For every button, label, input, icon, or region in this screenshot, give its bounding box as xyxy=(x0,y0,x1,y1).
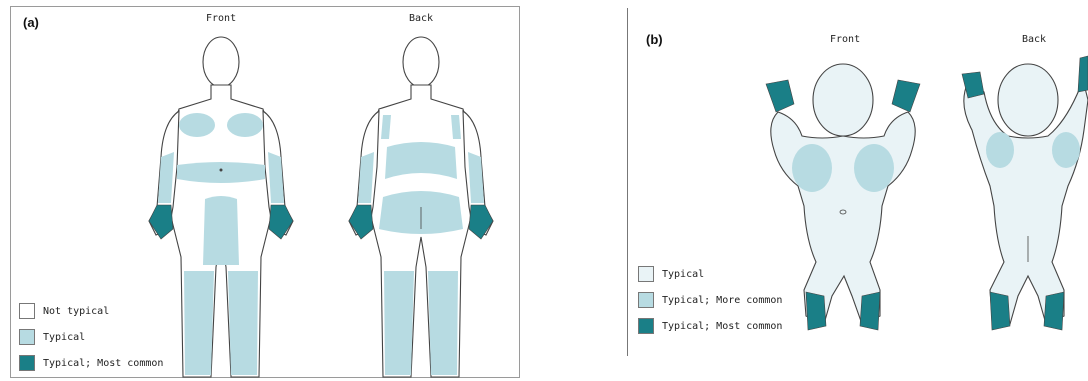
legend-swatch-most-common xyxy=(19,355,35,371)
legend-swatch-most-common xyxy=(638,318,654,334)
legend-label: Typical; More common xyxy=(662,295,782,306)
legend-label: Typical xyxy=(662,269,704,280)
legend-row: Typical xyxy=(638,266,782,282)
legend-swatch-typical xyxy=(19,329,35,345)
legend-swatch-typical xyxy=(638,266,654,282)
panel-b-infant-diagram: (b) Front Back xyxy=(628,0,1088,380)
adult-back-head xyxy=(403,37,439,87)
adult-back-right-leg-patch xyxy=(428,271,458,375)
legend-row: Typical xyxy=(19,329,163,345)
infant-back-head xyxy=(998,64,1058,136)
infant-back-left-foot-patch xyxy=(990,292,1010,330)
legend-row: Typical; Most common xyxy=(19,355,163,371)
adult-back-right-hand-patch xyxy=(469,205,493,239)
legend-label: Not typical xyxy=(43,306,109,317)
infant-back-left-shoulder-patch xyxy=(986,132,1014,168)
legend-row: Typical; More common xyxy=(638,292,782,308)
panel-a-adult-diagram: (a) Front Back xyxy=(10,6,520,378)
adult-back-left-leg-patch xyxy=(384,271,414,375)
legend-row: Typical; Most common xyxy=(638,318,782,334)
infant-back-right-shoulder-patch xyxy=(1052,132,1080,168)
legend-swatch-not-typical xyxy=(19,303,35,319)
legend-label: Typical; Most common xyxy=(43,358,163,369)
legend-label: Typical; Most common xyxy=(662,321,782,332)
legend-row: Not typical xyxy=(19,303,163,319)
legend-swatch-more-common xyxy=(638,292,654,308)
legend-label: Typical xyxy=(43,332,85,343)
adult-back-left-hand-patch xyxy=(349,205,373,239)
infant-back-right-hand-patch xyxy=(1078,56,1088,92)
panel-a-legend: Not typical Typical Typical; Most common xyxy=(19,303,163,381)
panel-b-legend: Typical Typical; More common Typical; Mo… xyxy=(638,266,782,344)
infant-back-right-foot-patch xyxy=(1044,292,1064,330)
